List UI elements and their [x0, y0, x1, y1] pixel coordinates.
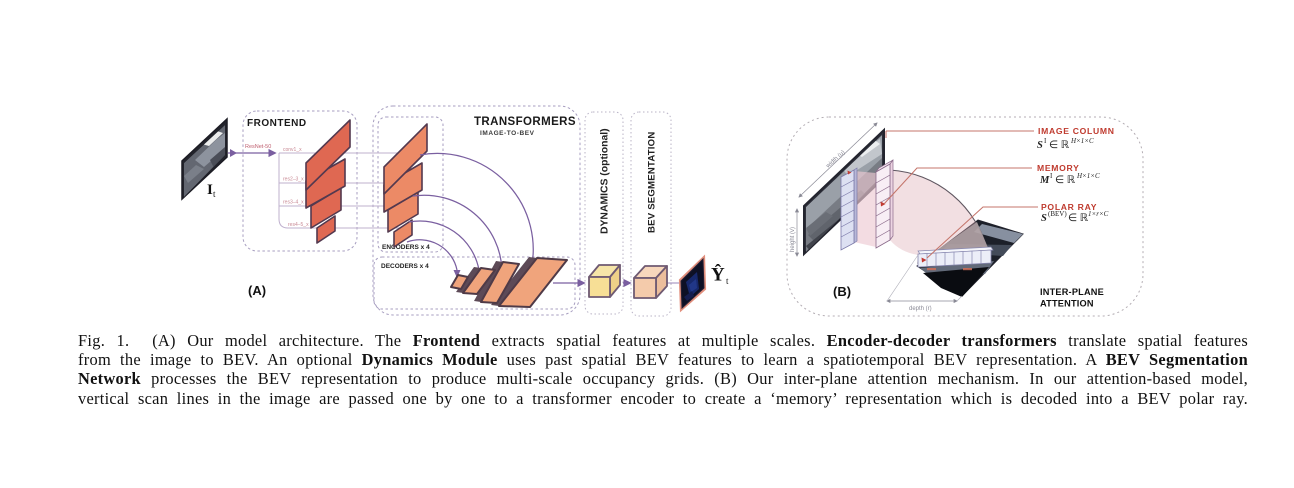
- svg-text:DECODERS x 4: DECODERS x 4: [381, 263, 429, 270]
- svg-text:I: I: [1050, 172, 1053, 180]
- svg-text:res4–5_x: res4–5_x: [288, 222, 309, 228]
- svg-text:conv1_x: conv1_x: [283, 147, 302, 153]
- svg-text:DYNAMICS (optional): DYNAMICS (optional): [600, 128, 611, 234]
- svg-text:BEV SEGMENTATION: BEV SEGMENTATION: [647, 132, 658, 233]
- svg-text:(B): (B): [833, 284, 851, 299]
- svg-text:IMAGE-TO-BEV: IMAGE-TO-BEV: [480, 130, 535, 137]
- svg-text:POLAR RAY: POLAR RAY: [1041, 202, 1097, 212]
- svg-text:H×1×C: H×1×C: [1076, 172, 1100, 180]
- svg-text:TRANSFORMERS: TRANSFORMERS: [474, 116, 576, 128]
- svg-text:height (v): height (v): [790, 227, 796, 252]
- svg-text:S: S: [1037, 140, 1043, 151]
- svg-text:(A): (A): [248, 283, 266, 298]
- svg-text:depth (r): depth (r): [909, 306, 932, 312]
- svg-text:FRONTEND: FRONTEND: [247, 118, 307, 129]
- svg-text:∈ ℝ: ∈ ℝ: [1049, 139, 1070, 151]
- svg-text:MEMORY: MEMORY: [1037, 163, 1080, 173]
- svg-text:ATTENTION: ATTENTION: [1040, 299, 1094, 309]
- svg-text:∈ ℝ: ∈ ℝ: [1055, 174, 1076, 186]
- svg-text:Ŷ: Ŷ: [711, 264, 725, 286]
- svg-text:ENCODERS x 4: ENCODERS x 4: [382, 244, 430, 251]
- svg-text:1×r×C: 1×r×C: [1088, 210, 1109, 218]
- svg-text:M: M: [1039, 175, 1050, 186]
- svg-text:S: S: [1041, 213, 1047, 224]
- svg-text:I: I: [207, 182, 213, 198]
- svg-text:res2–3_x: res2–3_x: [283, 177, 304, 183]
- svg-text:ResNet-50: ResNet-50: [245, 144, 271, 150]
- svg-text:I: I: [1044, 137, 1047, 145]
- svg-text:t: t: [213, 189, 216, 199]
- svg-text:(BEV): (BEV): [1048, 210, 1067, 218]
- svg-text:width (u): width (u): [825, 150, 847, 171]
- svg-text:IMAGE COLUMN: IMAGE COLUMN: [1038, 126, 1115, 136]
- svg-text:INTER-PLANE: INTER-PLANE: [1040, 287, 1104, 297]
- svg-text:t: t: [726, 276, 729, 286]
- svg-text:H×1×C: H×1×C: [1070, 137, 1094, 145]
- svg-text:res3–4_x: res3–4_x: [283, 200, 304, 206]
- svg-text:∈ ℝ: ∈ ℝ: [1068, 212, 1089, 224]
